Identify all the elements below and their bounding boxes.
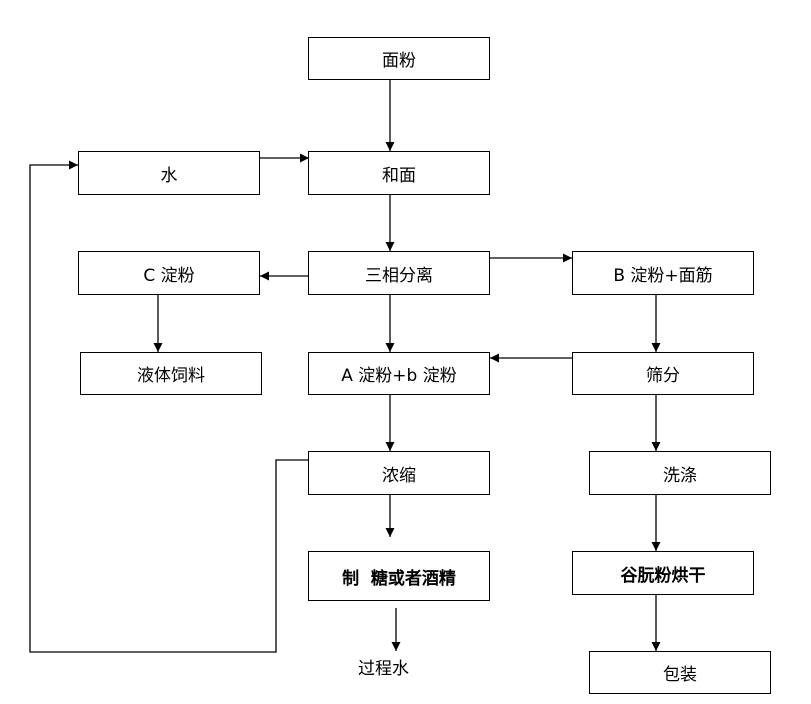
node-concentrate: 浓缩 bbox=[308, 451, 490, 495]
node-dough: 和面 bbox=[308, 151, 490, 195]
node-flour: 面粉 bbox=[308, 37, 490, 80]
node-b-starch-gluten: B 淀粉+面筋 bbox=[572, 251, 754, 295]
node-sieve: 筛分 bbox=[572, 352, 754, 395]
label-process-water: 过程水 bbox=[358, 659, 409, 679]
node-c-starch: C 淀粉 bbox=[78, 251, 260, 295]
node-ab-starch: A 淀粉+b 淀粉 bbox=[308, 352, 490, 395]
node-wash: 洗涤 bbox=[589, 451, 771, 495]
node-sugar-or-alcohol: 制 糖或者酒精 bbox=[308, 551, 490, 601]
node-three-phase-separation: 三相分离 bbox=[308, 251, 490, 295]
node-gluten-drying: 谷朊粉烘干 bbox=[572, 551, 754, 595]
node-liquid-feed: 液体饲料 bbox=[80, 352, 262, 395]
node-water: 水 bbox=[78, 151, 260, 195]
arrow-recycle-to-water bbox=[29, 160, 309, 653]
node-package: 包装 bbox=[589, 651, 771, 694]
